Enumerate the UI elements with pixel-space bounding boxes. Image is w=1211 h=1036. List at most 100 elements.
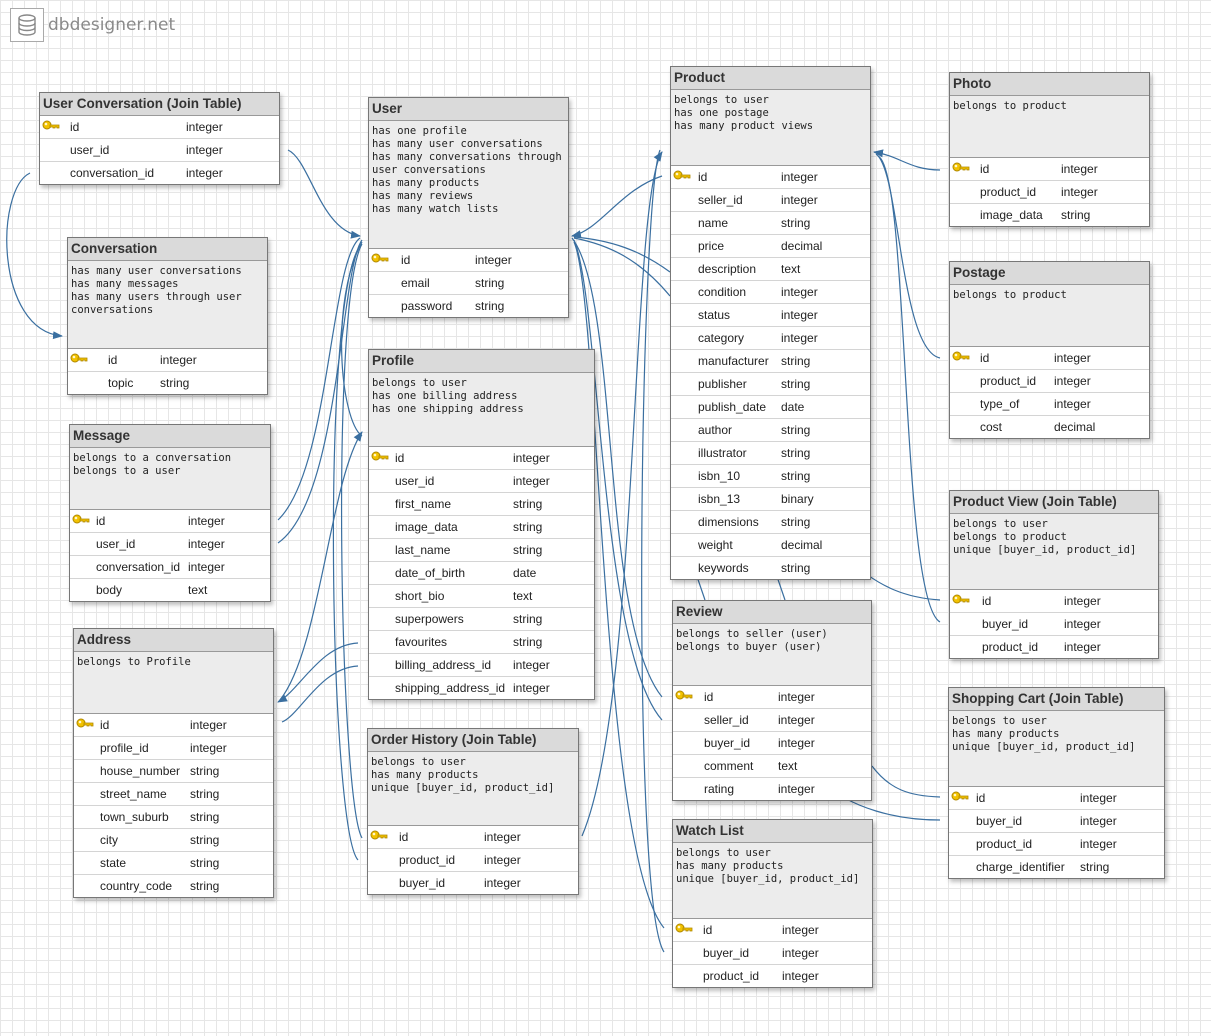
table-title[interactable]: User (369, 98, 568, 121)
table-title[interactable]: Order History (Join Table) (368, 729, 578, 752)
table-order-history[interactable]: Order History (Join Table)belongs to use… (367, 728, 579, 895)
table-shopping-cart[interactable]: Shopping Cart (Join Table)belongs to use… (948, 687, 1165, 879)
table-title[interactable]: Product (671, 67, 870, 90)
table-product-view[interactable]: Product View (Join Table)belongs to user… (949, 490, 1159, 659)
table-title[interactable]: Review (673, 601, 871, 624)
table-title[interactable]: Watch List (673, 820, 872, 843)
table-title[interactable]: User Conversation (Join Table) (40, 93, 279, 116)
table-title[interactable]: Product View (Join Table) (950, 491, 1158, 514)
table-title[interactable]: Photo (950, 73, 1149, 96)
table-title[interactable]: Postage (950, 262, 1149, 285)
table-title[interactable]: Conversation (68, 238, 267, 261)
table-title[interactable]: Message (70, 425, 270, 448)
table-title[interactable]: Address (74, 629, 273, 652)
table-title[interactable]: Profile (369, 350, 594, 373)
table-title[interactable]: Shopping Cart (Join Table) (949, 688, 1164, 711)
